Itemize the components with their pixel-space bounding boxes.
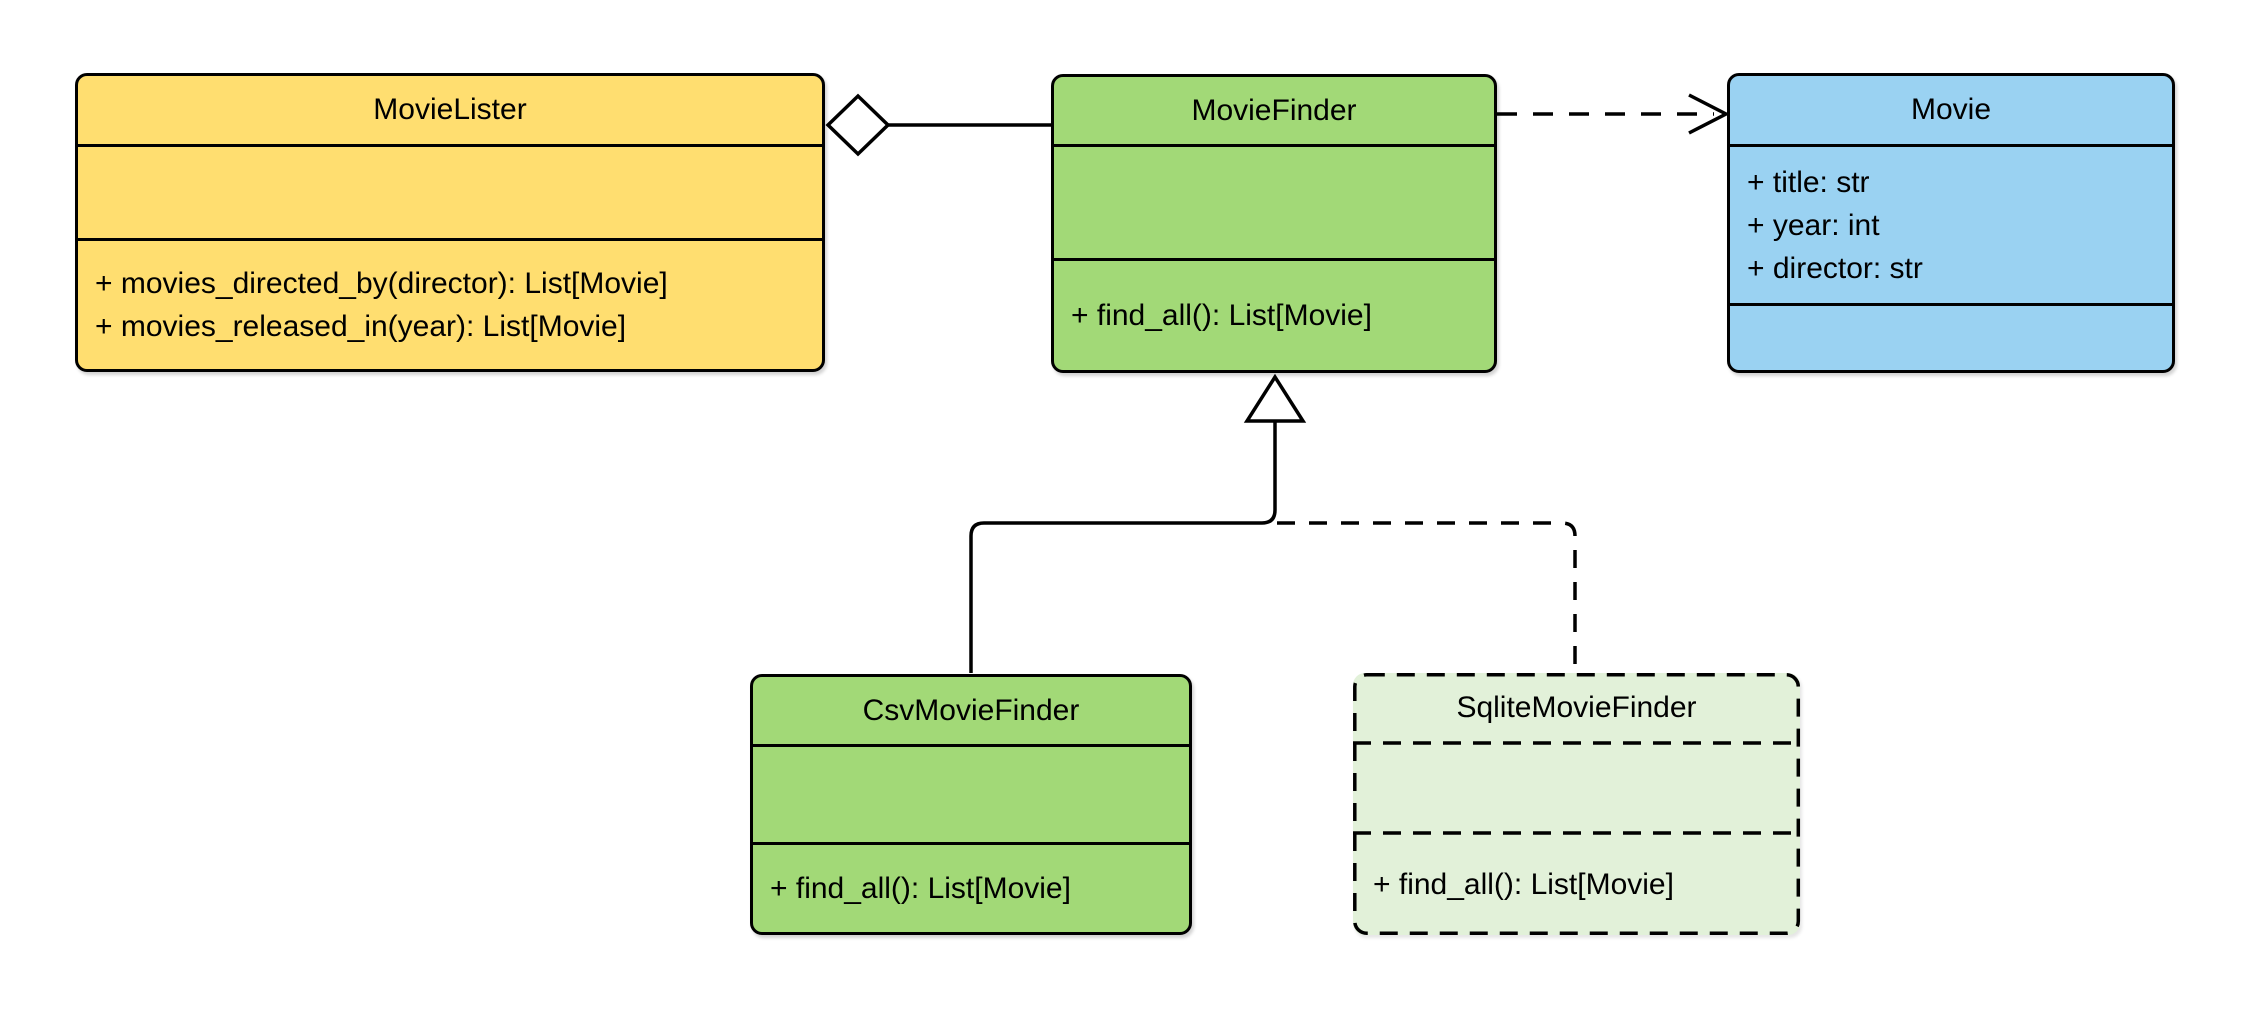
aggregation-connector-movielister-moviefinder[interactable] <box>825 93 1053 157</box>
class-csvmoviefinder[interactable]: CsvMovieFinder + find_all(): List[Movie] <box>750 674 1192 935</box>
attributes-compartment <box>78 147 822 241</box>
class-name-label: CsvMovieFinder <box>862 693 1080 727</box>
class-moviefinder[interactable]: MovieFinder + find_all(): List[Movie] <box>1051 74 1497 373</box>
attributes-compartment <box>1054 147 1494 261</box>
attributes-compartment: + title: str + year: int + director: str <box>1730 147 2172 306</box>
attributes-compartment <box>753 747 1189 845</box>
method-row: + find_all(): List[Movie] <box>770 872 1071 905</box>
class-title: MovieLister <box>78 76 822 147</box>
realization-connector-sqlitemoviefinder-moviefinder[interactable] <box>1277 521 1577 672</box>
class-title: MovieFinder <box>1054 77 1494 147</box>
class-title: CsvMovieFinder <box>753 677 1189 747</box>
methods-compartment: + movies_directed_by(director): List[Mov… <box>78 241 822 369</box>
method-row: + find_all(): List[Movie] <box>1071 299 1372 332</box>
class-movie[interactable]: Movie + title: str + year: int + directo… <box>1727 73 2175 373</box>
class-movielister[interactable]: MovieLister + movies_directed_by(directo… <box>75 73 825 372</box>
class-title: SqliteMovieFinder <box>1353 673 1800 743</box>
method-row: + movies_directed_by(director): List[Mov… <box>95 267 668 300</box>
open-arrow-icon <box>1688 93 1730 135</box>
attribute-row: + director: str <box>1747 251 1923 285</box>
attributes-compartment <box>1353 743 1800 833</box>
class-name-label: MovieFinder <box>1191 93 1357 127</box>
method-row: + movies_released_in(year): List[Movie] <box>95 310 627 343</box>
inheritance-connector-csvmoviefinder-moviefinder[interactable] <box>969 373 1307 673</box>
attribute-row: + title: str <box>1747 165 1870 199</box>
method-row: + find_all(): List[Movie] <box>1373 867 1674 901</box>
class-name-label: MovieLister <box>373 93 527 126</box>
methods-compartment: + find_all(): List[Movie] <box>753 845 1189 932</box>
methods-compartment: + find_all(): List[Movie] <box>1353 833 1800 935</box>
methods-compartment <box>1730 306 2172 370</box>
class-name-label: SqliteMovieFinder <box>1456 691 1697 724</box>
hollow-diamond-icon <box>825 93 891 157</box>
methods-compartment: + find_all(): List[Movie] <box>1054 261 1494 370</box>
class-title: Movie <box>1730 76 2172 147</box>
class-name-label: Movie <box>1910 93 1992 126</box>
attribute-row: + year: int <box>1747 208 1880 242</box>
hollow-triangle-icon <box>1243 373 1307 423</box>
dependency-connector-moviefinder-movie[interactable] <box>1497 93 1730 135</box>
class-sqlitemoviefinder[interactable]: SqliteMovieFinder + find_all(): List[Mov… <box>1353 673 1800 935</box>
